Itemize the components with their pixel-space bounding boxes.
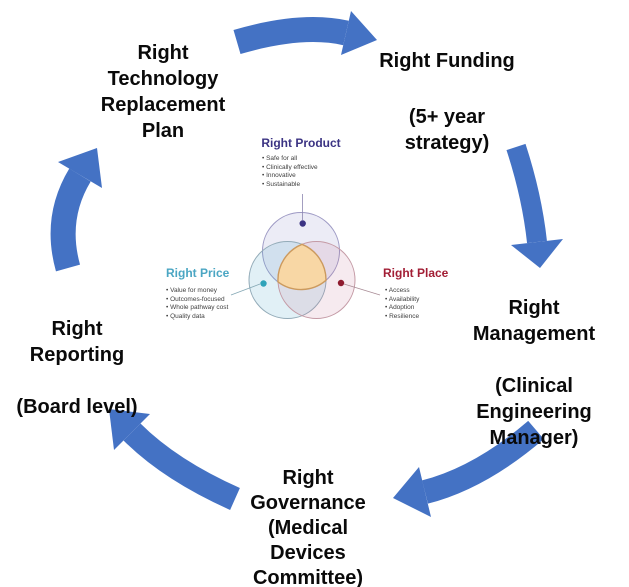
venn-bullet: Safe for all	[262, 155, 318, 164]
arrow-right-down-icon	[506, 143, 563, 268]
arrow-bottom-left-icon	[109, 409, 240, 510]
cycle-node-management-title: Right Management	[472, 297, 596, 345]
venn-bullet: Adoption	[385, 304, 419, 313]
venn-bullet: Value for money	[166, 287, 228, 296]
venn-bullet: Outcomes-focused	[166, 296, 228, 305]
venn-center-intersection	[277, 244, 327, 290]
cycle-node-funding-title: Right Funding	[379, 50, 515, 72]
leader-line-price	[230, 283, 261, 296]
venn-bullets-place: Access Availability Adoption Resilience	[385, 287, 420, 322]
venn-title-place: Right Place	[383, 266, 449, 280]
venn-bullet: Whole pathway cost	[166, 304, 228, 313]
venn-center-intersection-border	[277, 243, 327, 291]
cycle-node-management: Right Management (Clinical Engineering M…	[473, 277, 595, 469]
leader-line-place	[343, 283, 381, 296]
arrow-bottom-right-icon	[393, 420, 544, 517]
venn-title-product: Right Product	[261, 136, 341, 150]
venn-bullet: Clinically effective	[262, 164, 318, 173]
cycle-node-technology-text: Right Technology Replacement Plan	[100, 42, 226, 142]
venn-dot-place	[337, 279, 345, 287]
venn-bullets-price: Value for money Outcomes-focused Whole p…	[166, 287, 228, 321]
cycle-node-technology: Right Technology Replacement Plan	[101, 22, 226, 162]
cycle-node-funding: Right Funding (5+ year strategy)	[379, 30, 515, 174]
cycle-node-reporting-subtitle: (Board level)	[16, 396, 138, 418]
venn-bullets-product: Safe for all Clinically effective Innova…	[262, 155, 318, 189]
venn-dot-product	[299, 220, 306, 227]
cycle-node-reporting-title: Right Reporting	[29, 318, 125, 366]
venn-bullet: Access	[385, 287, 419, 296]
venn-dot-price	[260, 280, 267, 287]
cycle-node-management-subtitle: (Clinical Engineering Manager)	[476, 375, 592, 449]
cycle-node-funding-subtitle: (5+ year strategy)	[404, 106, 490, 154]
cycle-node-governance: Right Governance (Medical Devices Commit…	[250, 448, 366, 587]
cycle-node-reporting: Right Reporting (Board level)	[16, 298, 137, 438]
venn-bullet: Availability	[385, 296, 420, 305]
arrow-top-right-icon	[233, 11, 377, 55]
venn-bullet: Quality data	[166, 313, 228, 322]
arrow-left-up-icon	[50, 148, 102, 272]
venn-title-price: Right Price	[166, 266, 230, 280]
cycle-node-governance-text: Right Governance (Medical Devices Commit…	[250, 467, 366, 587]
venn-bullet: Sustainable	[262, 181, 318, 190]
venn-bullet: Innovative	[262, 172, 318, 181]
venn-bullet: Resilience	[385, 313, 419, 322]
